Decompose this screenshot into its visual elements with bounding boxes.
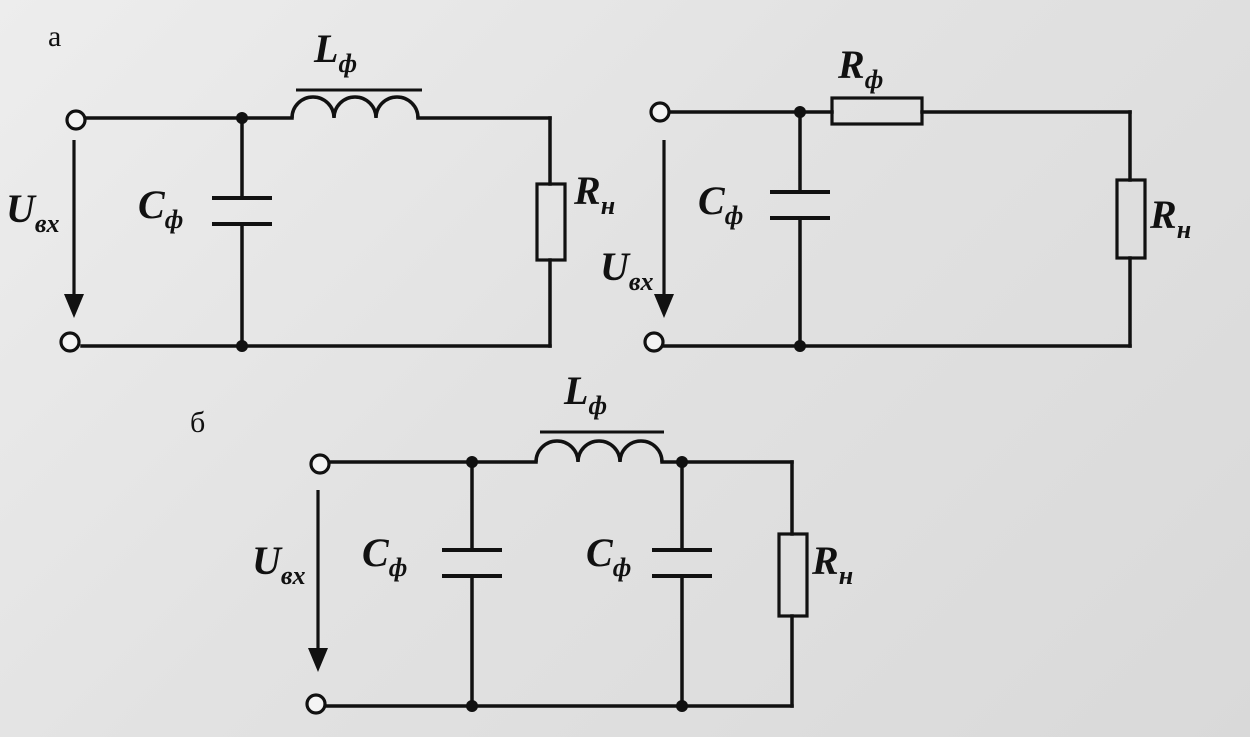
arrow-head: [654, 294, 674, 318]
filter-resistor: [830, 96, 924, 126]
label-c-f: Cф: [698, 178, 743, 230]
label-r-load: Rн: [573, 168, 615, 220]
load-resistor: [535, 182, 567, 262]
arrow-head: [308, 648, 328, 672]
load-resistor: [1115, 178, 1147, 260]
inductor-coil: [534, 439, 664, 463]
junction-dot: [236, 112, 248, 124]
input-terminal: [59, 331, 81, 353]
junction-dot: [676, 700, 688, 712]
circuit-rc-filter: Uвх Cф Rф Rн: [600, 42, 1191, 353]
label-u-in: Uвх: [600, 244, 654, 296]
label-c-f: Cф: [586, 530, 631, 582]
input-terminal: [309, 453, 331, 475]
panel-label-a: а: [48, 20, 61, 53]
label-c-f: Cф: [138, 182, 183, 234]
label-u-in: Uвх: [252, 538, 306, 590]
junction-dot: [676, 456, 688, 468]
label-c-f: Cф: [362, 530, 407, 582]
junction-dot: [466, 456, 478, 468]
panel-label-b: б: [190, 406, 205, 439]
input-terminal: [649, 101, 671, 123]
label-r-load: Rн: [811, 538, 853, 590]
input-terminal: [65, 109, 87, 131]
label-l-f: Lф: [563, 368, 607, 420]
circuit-lc-filter: а Uвх Cф Lф Rн: [6, 20, 615, 353]
label-r-load: Rн: [1149, 192, 1191, 244]
junction-dot: [794, 340, 806, 352]
arrow-head: [64, 294, 84, 318]
label-u-in: Uвх: [6, 186, 60, 238]
junction-dot: [236, 340, 248, 352]
label-l-f: Lф: [313, 26, 357, 78]
input-terminal: [643, 331, 665, 353]
junction-dot: [466, 700, 478, 712]
inductor-coil: [290, 95, 420, 119]
label-r-f: Rф: [837, 42, 883, 94]
circuit-pi-filter: б Uвх Cф Lф Cф Rн: [190, 368, 853, 715]
junction-dot: [794, 106, 806, 118]
input-terminal: [305, 693, 327, 715]
load-resistor: [777, 532, 809, 618]
